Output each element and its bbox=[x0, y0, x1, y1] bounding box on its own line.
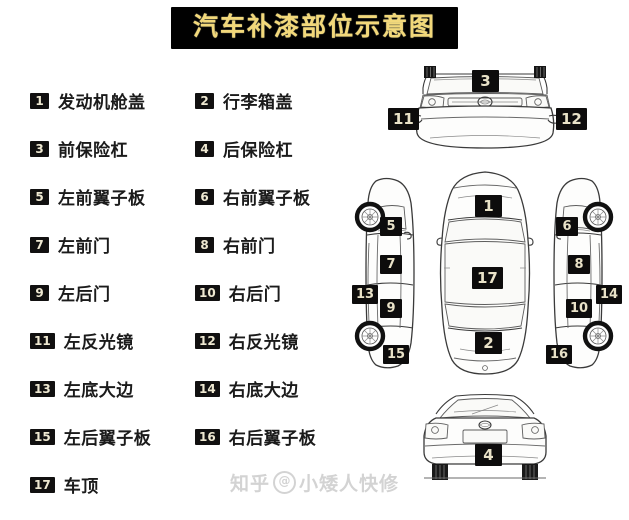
right-side-view: 6 8 14 10 16 bbox=[542, 173, 623, 373]
front-view-drawing bbox=[407, 66, 563, 149]
legend-label: 发动机舱盖 bbox=[58, 93, 146, 113]
chip-left-mirror[interactable]: 11 bbox=[388, 108, 419, 130]
legend-badge: 16 bbox=[195, 428, 220, 445]
legend-item-16[interactable]: 16 右后翼子板 bbox=[195, 424, 360, 449]
legend-item-7[interactable]: 7 左前门 bbox=[30, 232, 195, 257]
legend-badge: 13 bbox=[30, 380, 55, 397]
chip-left-rear-door[interactable]: 9 bbox=[380, 299, 402, 318]
legend-label: 左后门 bbox=[58, 285, 111, 305]
legend-badge: 4 bbox=[195, 140, 214, 157]
chip-right-mirror[interactable]: 12 bbox=[556, 108, 587, 130]
legend-item-2[interactable]: 2 行李箱盖 bbox=[195, 88, 360, 113]
legend-row: 17 车顶 bbox=[30, 472, 360, 520]
legend-label: 左反光镜 bbox=[63, 333, 134, 353]
legend-label: 左后翼子板 bbox=[63, 429, 152, 449]
legend-label: 后保险杠 bbox=[223, 141, 293, 161]
legend-label: 前保险杠 bbox=[58, 141, 128, 161]
legend-item-17[interactable]: 17 车顶 bbox=[30, 472, 195, 497]
legend-badge: 1 bbox=[30, 92, 49, 109]
legend-label: 左底大边 bbox=[63, 381, 134, 401]
legend-row: 3 前保险杠 4 后保险杠 bbox=[30, 136, 360, 184]
legend-badge: 17 bbox=[30, 476, 55, 493]
chip-left-rear-fender[interactable]: 15 bbox=[383, 345, 410, 364]
legend-badge: 8 bbox=[195, 236, 214, 253]
legend-label: 右后门 bbox=[228, 285, 282, 305]
legend-label: 右反光镜 bbox=[228, 333, 299, 353]
legend-item-4[interactable]: 4 后保险杠 bbox=[195, 136, 360, 161]
car-diagram-group: 3 11 12 bbox=[352, 58, 629, 500]
legend-badge: 3 bbox=[30, 140, 49, 157]
legend-row: 1 发动机舱盖 2 行李箱盖 bbox=[30, 88, 360, 136]
chip-front-bumper[interactable]: 3 bbox=[472, 70, 499, 92]
legend-badge: 2 bbox=[195, 92, 214, 109]
legend-label: 右底大边 bbox=[228, 381, 299, 401]
legend-badge: 14 bbox=[195, 380, 220, 397]
legend-list: 1 发动机舱盖 2 行李箱盖 3 前保险杠 4 后保险杠 5 左前翼子板 bbox=[30, 88, 360, 520]
chip-left-rocker[interactable]: 13 bbox=[352, 285, 379, 304]
legend-label: 左前翼子板 bbox=[58, 189, 146, 209]
legend-item-9[interactable]: 9 左后门 bbox=[30, 280, 195, 305]
legend-label: 行李箱盖 bbox=[223, 93, 293, 113]
front-view: 3 11 12 bbox=[388, 58, 587, 158]
chip-right-front-door[interactable]: 8 bbox=[568, 255, 590, 274]
legend-label: 右后翼子板 bbox=[228, 429, 317, 449]
legend-row: 11 左反光镜 12 右反光镜 bbox=[30, 328, 360, 376]
legend-item-10[interactable]: 10 右后门 bbox=[195, 280, 360, 305]
legend-item-11[interactable]: 11 左反光镜 bbox=[30, 328, 195, 353]
legend-row: 7 左前门 8 右前门 bbox=[30, 232, 360, 280]
legend-item-6[interactable]: 6 右前翼子板 bbox=[195, 184, 360, 209]
rear-view-drawing bbox=[423, 393, 547, 480]
legend-item-14[interactable]: 14 右底大边 bbox=[195, 376, 360, 401]
legend-item-3[interactable]: 3 前保险杠 bbox=[30, 136, 195, 161]
legend-item-12[interactable]: 12 右反光镜 bbox=[195, 328, 360, 353]
rear-view: 4 bbox=[410, 388, 560, 488]
left-side-view: 5 7 13 9 15 bbox=[352, 173, 426, 373]
legend-item-5[interactable]: 5 左前翼子板 bbox=[30, 184, 195, 209]
chip-right-rear-door[interactable]: 10 bbox=[566, 299, 593, 318]
legend-row: 5 左前翼子板 6 右前翼子板 bbox=[30, 184, 360, 232]
legend-badge: 9 bbox=[30, 284, 49, 301]
title-bar: 汽车补漆部位示意图 bbox=[170, 7, 458, 49]
chip-trunk[interactable]: 2 bbox=[475, 332, 502, 354]
chip-hood[interactable]: 1 bbox=[475, 195, 502, 217]
legend-label: 车顶 bbox=[63, 477, 99, 497]
legend-row: 15 左后翼子板 16 右后翼子板 bbox=[30, 424, 360, 472]
chip-left-front-door[interactable]: 7 bbox=[380, 255, 402, 274]
infographic-page: 汽车补漆部位示意图 1 发动机舱盖 2 行李箱盖 3 前保险杠 4 后保险杠 bbox=[0, 7, 629, 500]
legend-badge: 7 bbox=[30, 236, 49, 253]
legend-badge: 12 bbox=[195, 332, 220, 349]
legend-label: 左前门 bbox=[58, 237, 111, 257]
title-banner: 汽车补漆部位示意图 bbox=[0, 7, 629, 49]
chip-right-front-fender[interactable]: 6 bbox=[556, 217, 578, 236]
legend-row: 9 左后门 10 右后门 bbox=[30, 280, 360, 328]
legend-label: 右前翼子板 bbox=[223, 189, 311, 209]
top-view: 1 17 2 bbox=[436, 168, 534, 378]
legend-badge: 15 bbox=[30, 428, 55, 445]
chip-right-rocker[interactable]: 14 bbox=[596, 285, 623, 304]
legend-label: 右前门 bbox=[223, 237, 276, 257]
legend-item-13[interactable]: 13 左底大边 bbox=[30, 376, 195, 401]
page-title: 汽车补漆部位示意图 bbox=[192, 12, 436, 41]
legend-badge: 11 bbox=[30, 332, 55, 349]
chip-rear-bumper[interactable]: 4 bbox=[475, 444, 502, 466]
legend-badge: 6 bbox=[195, 188, 214, 205]
legend-item-8[interactable]: 8 右前门 bbox=[195, 232, 360, 257]
legend-badge: 10 bbox=[195, 284, 220, 301]
legend-item-15[interactable]: 15 左后翼子板 bbox=[30, 424, 195, 449]
legend-badge: 5 bbox=[30, 188, 49, 205]
chip-left-front-fender[interactable]: 5 bbox=[380, 217, 402, 236]
legend-item-1[interactable]: 1 发动机舱盖 bbox=[30, 88, 195, 113]
legend-row: 13 左底大边 14 右底大边 bbox=[30, 376, 360, 424]
chip-right-rear-fender[interactable]: 16 bbox=[546, 345, 573, 364]
chip-roof[interactable]: 17 bbox=[472, 267, 503, 289]
